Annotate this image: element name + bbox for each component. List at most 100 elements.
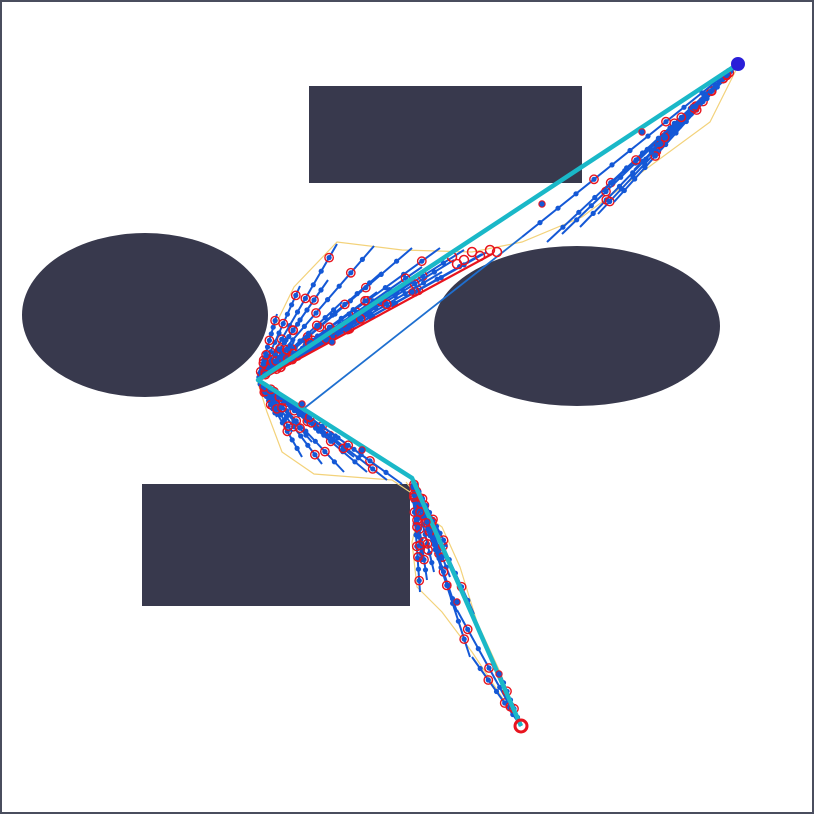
tree-node [475, 646, 481, 652]
connector-line [301, 236, 523, 411]
tree-node [318, 268, 324, 274]
tree-node [383, 469, 389, 475]
tree-node [325, 297, 331, 303]
tree-node [329, 312, 335, 318]
path-node [495, 670, 503, 678]
final-path-layer [255, 62, 740, 727]
tree-node [285, 411, 291, 417]
tree-node [331, 459, 337, 465]
tree-node [305, 442, 311, 448]
tree-node [576, 209, 582, 215]
tree-node [640, 158, 646, 164]
tree-node-ring [441, 580, 452, 591]
tree-node [287, 343, 293, 349]
tree-node [654, 142, 660, 148]
tree-node [642, 164, 648, 171]
tree-node [384, 301, 390, 307]
tree-node [555, 205, 561, 211]
tree-node [633, 157, 639, 163]
tree-node [609, 162, 615, 168]
tree-node-ring [277, 402, 287, 413]
tree-node-ring [275, 344, 285, 354]
tree-node [338, 315, 344, 321]
cluster-node [415, 507, 425, 517]
tree-node-ring [462, 624, 473, 635]
tree-node [280, 350, 286, 356]
tree-node-ring [343, 440, 354, 451]
tree-node [276, 330, 282, 336]
tree-node [314, 322, 320, 328]
tree-node [367, 280, 373, 286]
tree-node [304, 307, 310, 313]
obstacle-right-ellipse [434, 246, 720, 406]
tree-node [370, 466, 376, 472]
tree-node [673, 130, 679, 136]
tree-node [493, 688, 500, 695]
tree-node [502, 700, 508, 706]
tree-node-ring [414, 575, 425, 586]
tree-node [354, 291, 360, 297]
tree-node [289, 437, 295, 443]
tree-node [432, 547, 438, 553]
path-node [638, 128, 646, 136]
tree-node [644, 146, 650, 152]
tree-node [281, 340, 287, 346]
cluster-node [412, 522, 422, 532]
path-node [538, 200, 546, 208]
tree-node [485, 677, 491, 683]
tree-node-ring [324, 252, 334, 263]
tree-node [279, 405, 285, 411]
tree-node [318, 287, 324, 293]
tree-node [419, 258, 425, 264]
cluster-node [474, 250, 486, 262]
tree-node [444, 582, 450, 589]
tree-node [415, 525, 421, 532]
tree-node [592, 194, 598, 201]
tree-node [607, 198, 613, 205]
tree-node-ring [360, 295, 370, 306]
tree-node [622, 168, 628, 174]
cluster-node [466, 246, 478, 258]
tree-node [312, 438, 318, 444]
tree-node [335, 329, 341, 335]
tree-node [712, 82, 718, 88]
tree-node [416, 578, 422, 584]
tree-node [311, 297, 317, 303]
tree-node-ring [365, 455, 375, 466]
tree-node [342, 301, 348, 307]
tree-node [313, 310, 319, 316]
tree-node [678, 114, 684, 120]
tree-node [621, 187, 627, 194]
tree-node [645, 133, 651, 139]
tree-node [319, 424, 325, 430]
tree-node [352, 459, 358, 465]
tree-node [345, 442, 351, 448]
tree-node [295, 321, 301, 327]
tree-node [290, 327, 296, 333]
tree-node [421, 280, 427, 286]
tree-node [291, 418, 297, 424]
tree-node [264, 344, 271, 350]
tree-node [273, 358, 279, 364]
tree-node-ring [283, 421, 294, 432]
tree-node [297, 338, 303, 344]
tree-node [573, 191, 579, 197]
cluster-node [423, 545, 433, 555]
tree-node [266, 337, 272, 343]
tree-node [331, 307, 337, 313]
tree-node-ring [309, 295, 319, 305]
tree-node [610, 178, 616, 184]
obstacle-bottom-rectangle [142, 484, 410, 606]
tree-node [293, 292, 299, 298]
tree-node [416, 534, 422, 540]
tree-node-ring [483, 675, 494, 685]
tree-node [591, 176, 597, 182]
tree-node [701, 93, 707, 99]
tree-node-ring [381, 299, 392, 310]
tree-node-ring [271, 356, 281, 366]
obstacle-top-rectangle [309, 86, 582, 183]
tree-node [656, 136, 662, 142]
tree-node [362, 298, 368, 304]
tree-node [560, 224, 566, 230]
tree-node [412, 281, 418, 287]
